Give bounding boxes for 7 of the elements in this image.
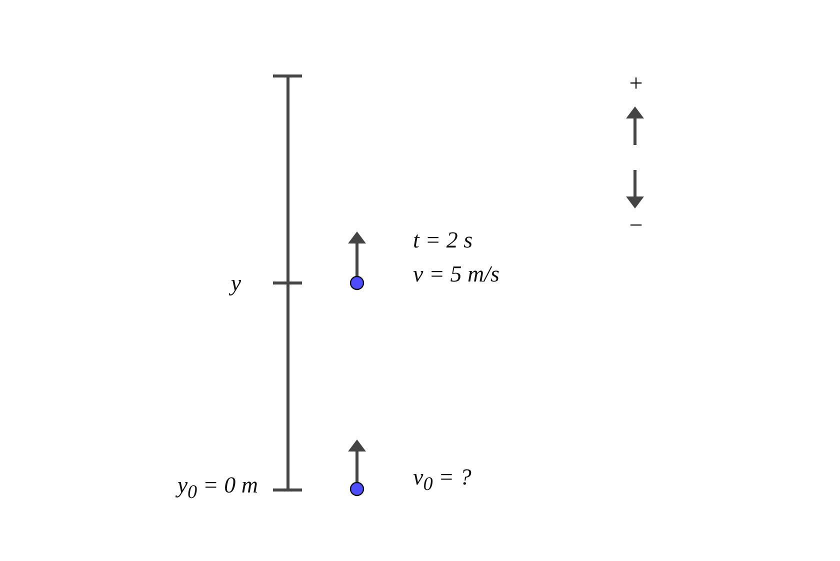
sign-label: + [629,72,643,96]
math-label: v$_{0}$ = ? [413,466,472,494]
math-label: y [230,272,242,294]
math-label: v = 5 m/s [413,262,500,286]
math-label: t = 2 s [413,228,473,252]
sign-label: − [629,214,643,238]
math-label: y$_{0}$ = 0 m [177,474,258,502]
